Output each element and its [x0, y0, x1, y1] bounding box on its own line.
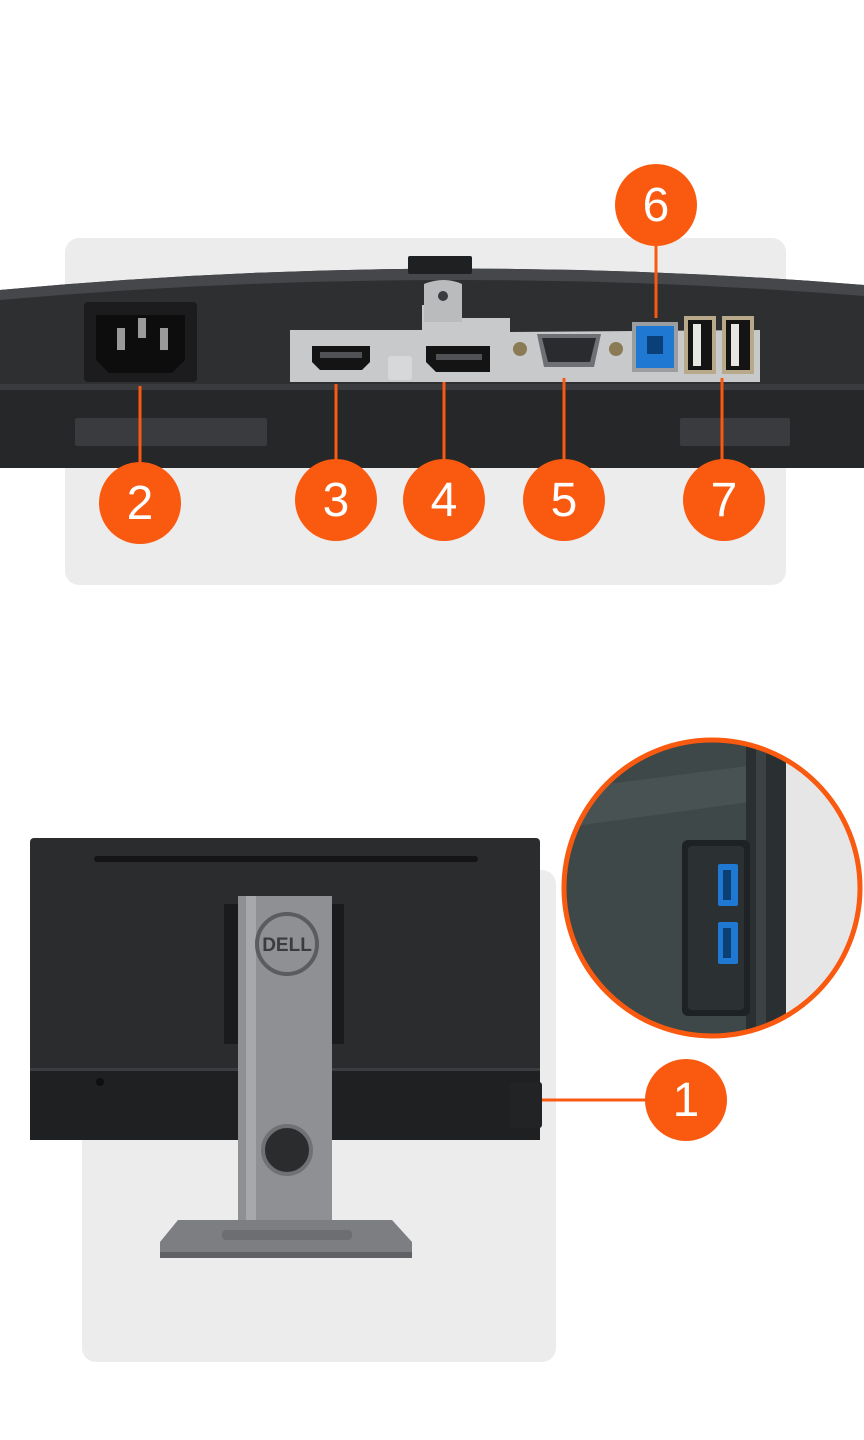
svg-text:DELL: DELL	[262, 935, 312, 956]
callout-lines-top	[138, 244, 724, 470]
side-usb-housing	[510, 1082, 542, 1128]
callout-number: 6	[642, 178, 670, 232]
power-inlet	[84, 302, 197, 382]
monitor-port-panel	[0, 256, 864, 468]
callout-badge-7: 7	[683, 459, 765, 541]
callout-badge-1: 1	[645, 1059, 727, 1141]
zoom-inset	[561, 737, 863, 1039]
displayport-port	[426, 346, 490, 372]
monitor-rear-view: DELL	[30, 838, 542, 1258]
callout-number: 4	[430, 473, 458, 527]
callout-number: 1	[672, 1073, 700, 1127]
hdmi-port	[312, 346, 370, 370]
callout-badge-5: 5	[523, 459, 605, 541]
usb-upstream-port	[632, 322, 678, 372]
callout-number: 3	[322, 473, 350, 527]
rubber-pad-right	[680, 418, 790, 446]
callout-badge-2: 2	[99, 462, 181, 544]
dell-logo: DELL	[255, 912, 319, 976]
monitor-stand	[160, 896, 412, 1258]
usb-downstream-ports	[684, 316, 754, 374]
callout-number: 7	[710, 473, 738, 527]
callout-badge-4: 4	[403, 459, 485, 541]
callout-number: 2	[126, 476, 154, 530]
vga-port	[513, 334, 623, 367]
callout-number: 5	[550, 473, 578, 527]
callout-badge-3: 3	[295, 459, 377, 541]
callout-badge-6: 6	[615, 164, 697, 246]
rubber-pad-left	[75, 418, 267, 446]
